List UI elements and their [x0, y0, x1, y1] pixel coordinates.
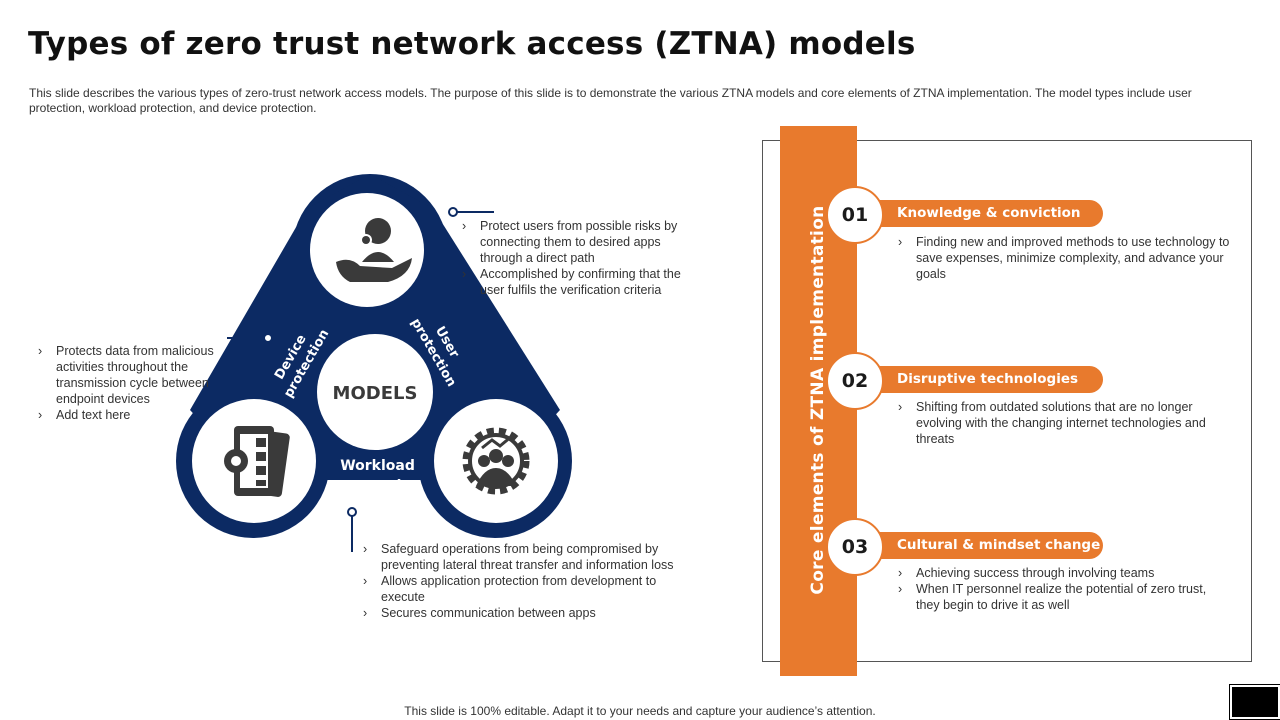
core-item-bullets: Shifting from outdated solutions that ar…: [896, 399, 1226, 447]
user-circle: [310, 193, 424, 307]
page-title: Types of zero trust network access (ZTNA…: [28, 26, 916, 62]
list-item: Accomplished by confirming that the user…: [460, 266, 705, 298]
team-gear-icon: [462, 427, 530, 495]
core-item-title: Cultural & mindset change: [850, 532, 1103, 559]
corner-box: [1229, 684, 1280, 720]
workload-protection-label: Workload protection: [339, 458, 421, 494]
list-item: Allows application protection from devel…: [361, 573, 701, 605]
list-item: Finding new and improved methods to use …: [896, 234, 1241, 282]
page-subtitle: This slide describes the various types o…: [29, 86, 1192, 115]
user-hand-icon: [336, 218, 412, 282]
list-item: Achieving success through involving team…: [896, 565, 1231, 581]
core-elements-panel: [762, 140, 1252, 662]
core-elements-title: Core elements of ZTNA implementation: [808, 205, 828, 595]
core-item-number: 03: [826, 518, 884, 576]
list-item: Protect users from possible risks by con…: [460, 218, 705, 266]
list-item: When IT personnel realize the potential …: [896, 581, 1231, 613]
core-item-number: 01: [826, 186, 884, 244]
core-item-bullets: Finding new and improved methods to use …: [896, 234, 1241, 282]
callout-connectors: [227, 207, 494, 552]
mobile-settings-icon: [224, 426, 290, 497]
core-item-number: 02: [826, 352, 884, 410]
list-item: Add text here: [36, 407, 236, 423]
models-center-circle: [317, 334, 433, 450]
device-protection-bullets: Protects data from malicious activities …: [36, 343, 236, 423]
core-item-title: Knowledge & conviction: [850, 200, 1103, 227]
list-item: Shifting from outdated solutions that ar…: [896, 399, 1226, 447]
models-center-label: MODELS: [333, 383, 418, 404]
list-item: Protects data from malicious activities …: [36, 343, 236, 407]
user-protection-bullets: Protect users from possible risks by con…: [460, 218, 705, 298]
core-item-bullets: Achieving success through involving team…: [896, 565, 1231, 613]
list-item: Safeguard operations from being compromi…: [361, 541, 701, 573]
list-item: Secures communication between apps: [361, 605, 701, 621]
footer-note: This slide is 100% editable. Adapt it to…: [404, 704, 876, 718]
core-item-title: Disruptive technologies: [850, 366, 1103, 393]
workload-protection-bullets: Safeguard operations from being compromi…: [361, 541, 701, 621]
